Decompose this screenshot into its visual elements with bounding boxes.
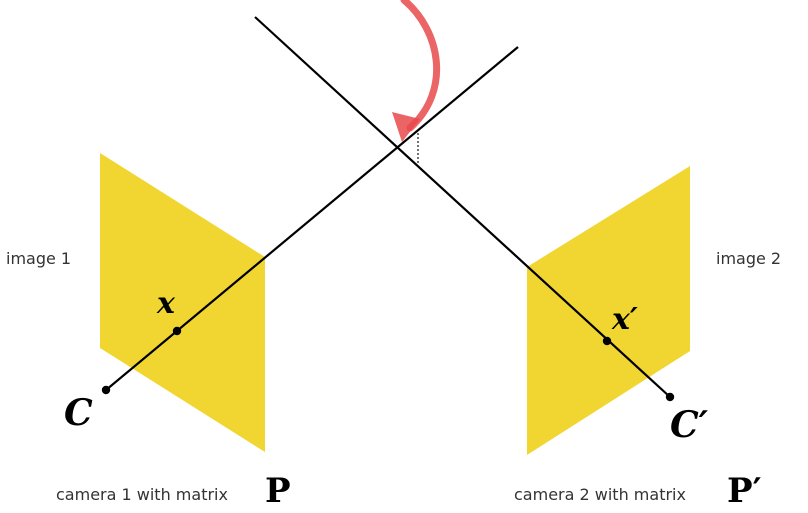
- camera-2-matrix-label: P′: [727, 471, 762, 511]
- camera-1-caption: camera 1 with matrix: [56, 485, 228, 504]
- image-plane-1: [100, 153, 265, 452]
- curved-arrow-icon: [400, 0, 441, 132]
- point-x-dot: [172, 326, 182, 336]
- image-plane-2: [527, 166, 690, 455]
- point-x-label: x: [156, 286, 176, 321]
- camera-center-1-dot: [101, 385, 111, 395]
- image-2-label: image 2: [716, 249, 781, 268]
- camera-2-caption: camera 2 with matrix: [514, 485, 686, 504]
- point-x-prime-label: x′: [611, 302, 638, 337]
- ray-2-visible: [254, 16, 671, 398]
- image-1-label: image 1: [6, 249, 71, 268]
- camera-1-matrix-label: P: [265, 471, 291, 511]
- camera-center-2-dot: [665, 392, 675, 402]
- point-x-prime-dot: [602, 336, 612, 346]
- arrow-head-icon: [392, 112, 420, 142]
- camera-center-1-label: C: [64, 392, 93, 434]
- camera-center-2-label: C′: [670, 404, 709, 446]
